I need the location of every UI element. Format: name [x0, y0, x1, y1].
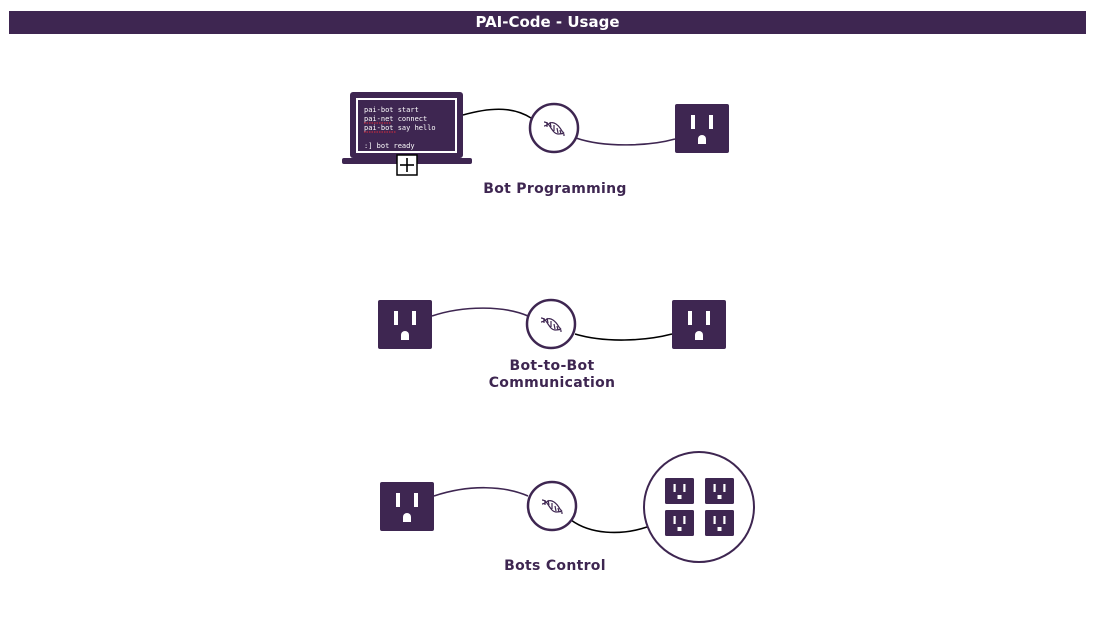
terminal-line-1: pai-bot start: [364, 106, 419, 114]
label-bot-programming: Bot Programming: [483, 181, 627, 197]
connection-wire: [570, 519, 648, 534]
dna-icon: [525, 298, 577, 350]
laptop-icon: pai-bot start pai-net connect pai-bot sa…: [342, 92, 472, 164]
connection-wire: [462, 108, 532, 119]
terminal-line-3: pai-bot say hello: [364, 124, 436, 132]
section-bot-programming: pai-bot start pai-net connect pai-bot sa…: [342, 92, 729, 176]
power-outlet-icon: [665, 478, 694, 504]
terminal-line-2: pai-net connect: [364, 115, 427, 123]
power-outlet-icon: [665, 510, 694, 536]
dna-icon: [526, 480, 578, 532]
page-title-bar: PAI-Code - Usage: [9, 11, 1086, 34]
power-outlet-icon: [672, 300, 726, 349]
power-outlet-icon: [380, 482, 434, 531]
connection-wire: [574, 333, 673, 341]
dna-icon: [528, 102, 580, 154]
power-strip-icon: [643, 451, 755, 563]
power-outlet-icon: [378, 300, 432, 349]
label-bot-to-bot-line2: Communication: [488, 375, 616, 391]
label-bots-control: Bots Control: [504, 558, 606, 574]
add-button[interactable]: [396, 154, 418, 176]
terminal-line-4: :] bot ready: [364, 142, 415, 150]
section-bot-to-bot: [378, 298, 726, 350]
connection-wire: [431, 307, 529, 317]
section-bots-control: [380, 451, 755, 563]
page-title: PAI-Code - Usage: [475, 13, 620, 31]
connection-wire: [575, 137, 676, 146]
connection-wire: [433, 486, 529, 497]
power-outlet-icon: [705, 510, 734, 536]
power-outlet-icon: [675, 104, 729, 153]
label-bot-to-bot-line1: Bot-to-Bot: [509, 358, 595, 374]
power-outlet-icon: [705, 478, 734, 504]
